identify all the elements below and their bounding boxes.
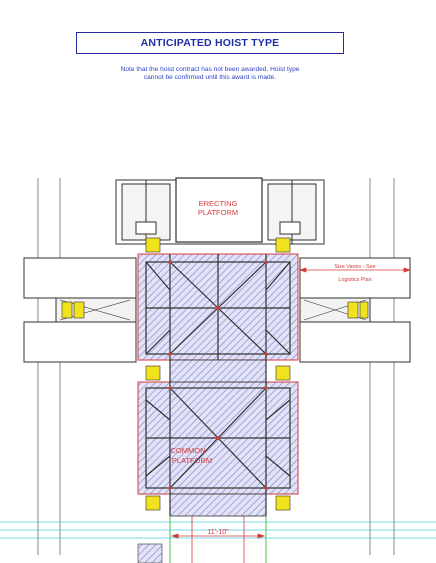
- common-label-2: PLATFORM: [172, 456, 212, 465]
- erecting-platform-outline: [175, 177, 263, 243]
- green-lines: [169, 516, 267, 563]
- erecting-label-2: PLATFORM: [198, 208, 238, 217]
- note-line-1: Note that the hoist contract has not bee…: [120, 66, 300, 73]
- cyan-grid-lines: [0, 521, 436, 539]
- page-title: ANTICIPATED HOIST TYPE: [140, 37, 280, 49]
- dimension-line: [170, 516, 266, 563]
- right-side-platforms: [299, 257, 411, 363]
- size-note-arrow: [298, 267, 412, 273]
- hoist-note: Note that the hoist contract has not bee…: [60, 66, 360, 82]
- note-line-2: cannot be confirmed until this award is …: [143, 74, 277, 82]
- yellow-clamps: [61, 237, 369, 511]
- erecting-label-1: ERECTING: [199, 199, 238, 208]
- title-box: ANTICIPATED HOIST TYPE: [76, 32, 344, 54]
- size-note-1: Size Varies - See: [334, 264, 375, 270]
- bottom-detail-block: [137, 543, 163, 563]
- pin-markers: [168, 260, 268, 490]
- erecting-platform-assembly: [115, 177, 325, 245]
- size-note-2: Logistics Plan: [338, 277, 371, 283]
- guide-lines: [37, 178, 395, 555]
- dimension-label: 11'-10": [207, 529, 229, 536]
- common-label-1: COMMON: [171, 446, 206, 455]
